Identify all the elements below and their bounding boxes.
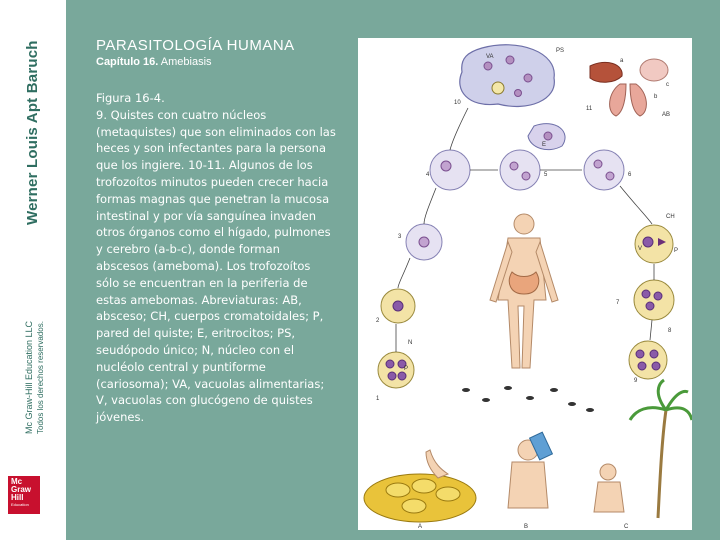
label-ps: PS (556, 48, 564, 54)
label-2: 2 (376, 318, 380, 324)
flies-illustration (462, 386, 594, 412)
cyst-stage-5 (499, 149, 541, 191)
sidebar: Werner Louis Apt Baruch Mc Graw-Hill Edu… (0, 0, 66, 540)
logo-line-3: Hill (11, 493, 24, 502)
cycle-arrows (395, 107, 655, 352)
label-ab: AB (662, 112, 670, 118)
cyst-stage-9 (628, 340, 668, 380)
chapter-subtitle: Capítulo 16. Amebiasis (96, 56, 212, 68)
label-11: 11 (586, 106, 593, 112)
label-e: E (542, 142, 546, 148)
life-cycle-figure: VA PS 10 11 AB E 4 5 6 3 CH V P 2 7 8 N … (358, 38, 692, 530)
trophozoite-magna (459, 44, 555, 108)
author-name: Werner Louis Apt Baruch (24, 40, 41, 225)
label-p-lower: P (404, 366, 408, 372)
label-1: 1 (376, 396, 380, 402)
life-cycle-illustration: VA PS 10 11 AB E 4 5 6 3 CH V P 2 7 8 N … (363, 44, 692, 530)
caption-text: 9. Quistes con cuatro núcleos (metaquist… (96, 107, 336, 425)
cyst-stage-4 (429, 149, 471, 191)
liver-icon (589, 61, 623, 83)
label-7: 7 (616, 300, 620, 306)
human-body (489, 213, 559, 369)
label-n: N (408, 340, 412, 346)
squatting-person-illustration (593, 463, 625, 513)
book-title: PARASITOLOGÍA HUMANA (96, 37, 295, 54)
cyst-stage-6 (583, 149, 625, 191)
brain-icon (639, 58, 669, 82)
chapter-topic: Amebiasis (160, 56, 212, 68)
label-3: 3 (398, 234, 402, 240)
feces-illustration (363, 449, 477, 523)
label-p: P (674, 248, 678, 254)
label-10: 10 (454, 100, 461, 106)
label-a-organ: a (620, 58, 624, 64)
copyright-line-1: Mc Graw-Hill Education LLC (24, 320, 34, 434)
child-drinking-illustration (507, 431, 554, 509)
cyst-stage-8 (633, 279, 675, 321)
logo-line-1: Mc (11, 477, 23, 486)
label-6: 6 (628, 172, 632, 178)
lung-left-icon (609, 83, 627, 117)
logo-line-2: Graw (11, 485, 32, 494)
label-va: VA (486, 54, 494, 60)
label-c: C (624, 524, 629, 530)
label-9: 9 (634, 378, 638, 384)
figure-label: Figura 16-4. (96, 91, 165, 105)
label-v: V (638, 246, 642, 252)
label-4: 4 (426, 172, 430, 178)
figure-caption: Figura 16-4. 9. Quistes con cuatro núcle… (96, 90, 336, 426)
logo-line-4: Education (11, 502, 29, 507)
label-8: 8 (668, 328, 672, 334)
cyst-stage-1 (377, 351, 415, 389)
label-b: B (524, 524, 528, 530)
label-b-organ: b (654, 94, 658, 100)
palm-tree-illustration (628, 378, 692, 519)
copyright-notice: Mc Graw-Hill Education LLC Todos los der… (24, 321, 46, 434)
label-ch: CH (666, 214, 675, 220)
lung-right-icon (629, 83, 647, 117)
chapter-number: Capítulo 16. (96, 56, 159, 68)
label-5: 5 (544, 172, 548, 178)
label-c-organ: c (666, 82, 669, 88)
label-a: A (418, 524, 422, 530)
cyst-stage-7 (634, 224, 674, 264)
copyright-line-2: Todos los derechos reservados. (36, 321, 45, 434)
publisher-logo: Mc Graw Hill Education (8, 476, 40, 514)
